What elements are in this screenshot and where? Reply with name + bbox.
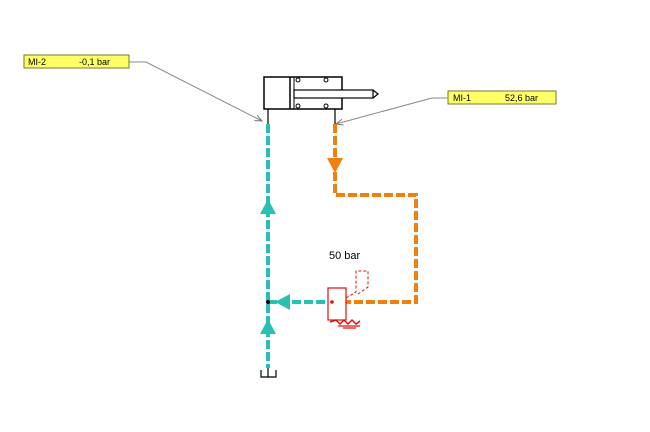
flow-arrow-left: [275, 294, 290, 310]
flow-arrow-up-lower: [260, 319, 276, 334]
valve-pilot-line: [345, 270, 369, 299]
valve-setting-label: 50 bar: [329, 250, 361, 262]
cylinder-rod-end: [372, 89, 379, 99]
cylinder-rod: [293, 89, 374, 99]
valve-spring: [329, 318, 361, 326]
pressure-line: [327, 124, 418, 304]
pressure-line-path: [333, 124, 418, 304]
tank-symbol: [260, 368, 277, 378]
gauge-mi1-name: MI-1: [453, 93, 471, 103]
cylinder-port-end: [323, 77, 329, 83]
gauge-mi1-value: 52,6 bar: [505, 93, 538, 103]
flow-arrow-down: [327, 158, 343, 173]
cylinder-port-cap: [295, 77, 301, 83]
gauge-mi2-value: -0,1 bar: [79, 57, 110, 67]
gauge-mi1[interactable]: MI-1 52,6 bar: [336, 90, 557, 124]
cylinder-port-end-2: [323, 103, 329, 109]
gauge-mi2-leader: [129, 61, 262, 121]
junction-dot: [266, 300, 270, 304]
flow-arrow-up-upper: [260, 199, 276, 214]
gauge-mi2[interactable]: MI-2 -0,1 bar: [23, 54, 262, 121]
gauge-mi2-name: MI-2: [28, 57, 46, 67]
gauge-mi1-leader: [336, 97, 448, 124]
valve-body: [327, 287, 347, 321]
return-line: [260, 124, 328, 368]
valve-spring-base: [338, 325, 360, 329]
cylinder-port-rod: [295, 103, 301, 109]
valve-port-dot: [330, 300, 334, 304]
hydraulic-cylinder[interactable]: [263, 76, 379, 124]
pressure-relief-valve[interactable]: 50 bar: [327, 250, 369, 329]
